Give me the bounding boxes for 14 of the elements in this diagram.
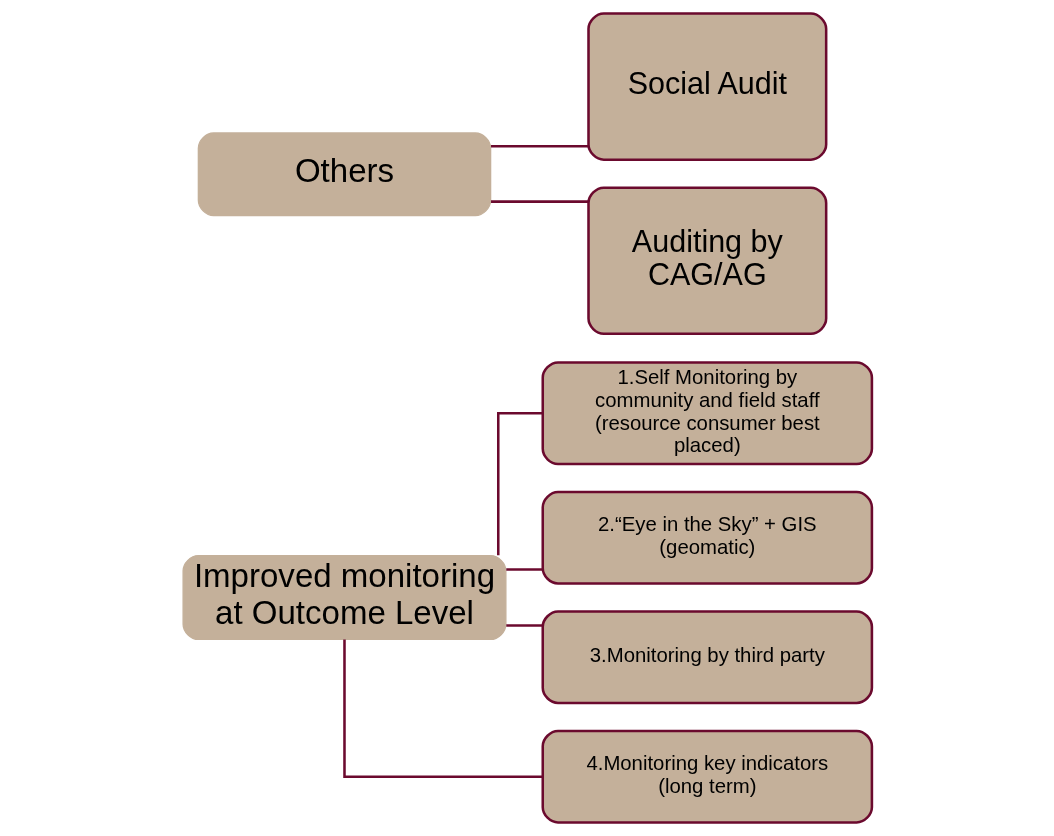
connector — [490, 145, 588, 148]
connector — [490, 200, 588, 203]
node-box: Auditing by CAG/AG — [586, 186, 827, 336]
node-box: 4.Monitoring key indicators (long term) — [541, 729, 873, 824]
connector — [496, 411, 543, 556]
connector — [505, 624, 543, 627]
connector — [505, 568, 543, 571]
node-box: 2.“Eye in the Sky” + GIS (geomatic) — [541, 490, 873, 585]
node-box: Improved monitoring at Outcome Level — [181, 554, 507, 641]
connector — [342, 639, 542, 778]
node-box: 3.Monitoring by third party — [541, 610, 873, 705]
node-box: Social Audit — [586, 12, 827, 161]
node-box: Others — [197, 132, 491, 217]
node-box: 1.Self Monitoring by community and field staff (resource consumer best placed) — [541, 361, 873, 466]
